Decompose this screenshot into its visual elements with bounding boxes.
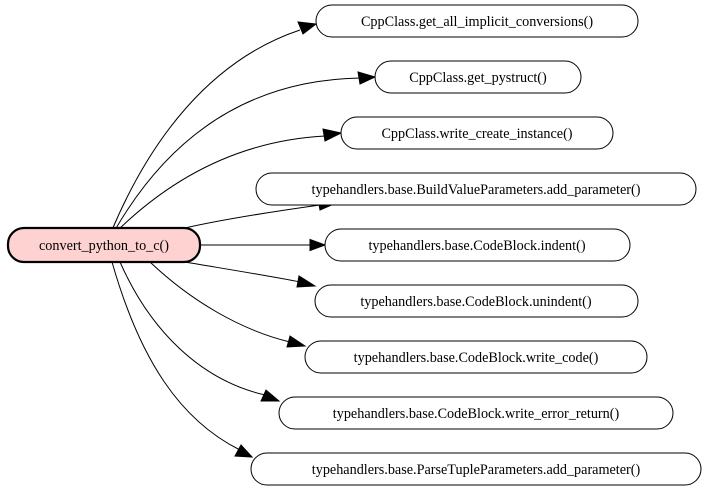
- arrowhead-codeblock-unindent: [296, 275, 317, 288]
- arrowhead-codeblock-indent: [309, 238, 327, 252]
- node-codeblock-indent[interactable]: typehandlers.base.CodeBlock.indent(): [324, 228, 631, 262]
- edge-parse-tuple-add-parameter: [111, 261, 241, 451]
- arrowhead-codeblock-write-error-return: [260, 389, 281, 402]
- node-label: typehandlers.base.CodeBlock.write_code(): [354, 350, 599, 366]
- node-codeblock-unindent[interactable]: typehandlers.base.CodeBlock.unindent(): [314, 284, 639, 318]
- edge-build-value-add-parameter: [184, 204, 321, 229]
- node-build-value-add-parameter[interactable]: typehandlers.base.BuildValueParameters.a…: [255, 172, 697, 206]
- node-write-create-instance[interactable]: CppClass.write_create_instance(): [340, 116, 614, 150]
- node-label: typehandlers.base.CodeBlock.unindent(): [360, 294, 592, 310]
- nodes-layer: convert_python_to_c() CppClass.get_all_i…: [6, 4, 702, 486]
- node-label: typehandlers.base.CodeBlock.indent(): [368, 238, 585, 254]
- node-get-pystruct[interactable]: CppClass.get_pystruct(): [374, 60, 582, 94]
- edge-codeblock-unindent: [184, 261, 301, 283]
- edge-get-all-implicit-conversions: [111, 29, 301, 231]
- edge-get-pystruct: [114, 77, 361, 231]
- arrowhead-get-all-implicit-conversions: [297, 21, 318, 35]
- arrowhead-write-create-instance: [322, 128, 343, 142]
- node-label: typehandlers.base.CodeBlock.write_error_…: [333, 406, 620, 422]
- edge-write-create-instance: [117, 135, 326, 231]
- node-label: CppClass.write_create_instance(): [381, 126, 572, 142]
- node-label: CppClass.get_all_implicit_conversions(): [361, 14, 593, 30]
- node-root[interactable]: convert_python_to_c(): [6, 226, 202, 264]
- node-label: CppClass.get_pystruct(): [409, 70, 547, 86]
- arrowhead-codeblock-write-code: [286, 335, 307, 348]
- arrowhead-get-pystruct: [357, 71, 377, 85]
- node-codeblock-write-code[interactable]: typehandlers.base.CodeBlock.write_code(): [304, 340, 648, 374]
- node-label: typehandlers.base.ParseTupleParameters.a…: [312, 462, 641, 478]
- node-label: typehandlers.base.BuildValueParameters.a…: [312, 182, 641, 198]
- edge-codeblock-write-error-return: [119, 261, 266, 396]
- node-label: convert_python_to_c(): [39, 238, 169, 254]
- arrowhead-parse-tuple-add-parameter: [234, 444, 254, 458]
- node-codeblock-write-error-return[interactable]: typehandlers.base.CodeBlock.write_error_…: [278, 396, 674, 430]
- node-parse-tuple-add-parameter[interactable]: typehandlers.base.ParseTupleParameters.a…: [250, 452, 702, 486]
- node-get-all-implicit-conversions[interactable]: CppClass.get_all_implicit_conversions(): [315, 4, 639, 38]
- edge-codeblock-write-code: [149, 261, 291, 343]
